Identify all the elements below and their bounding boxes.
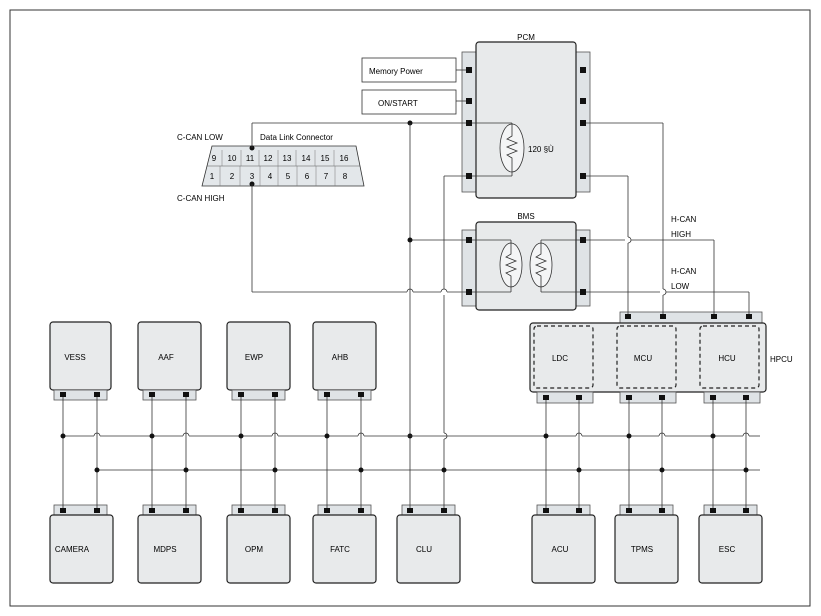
svg-text:16: 16 — [340, 154, 349, 163]
pcm-module: PCM 120 §Ù — [461, 33, 591, 199]
clu-module: CLU — [396, 504, 461, 584]
acu-module: ACU — [531, 504, 596, 584]
opm-label: OPM — [245, 545, 264, 554]
h-can-low-label-2: LOW — [671, 282, 690, 291]
hpcu-module: HPCU LDC MCU HCU — [529, 311, 793, 404]
aaf-label: AAF — [158, 353, 174, 362]
svg-text:14: 14 — [302, 154, 311, 163]
on-start-label: ON/START — [378, 99, 418, 108]
fatc-label: FATC — [330, 545, 350, 554]
tpms-module: TPMS — [614, 504, 679, 584]
h-can-high-label-2: HIGH — [671, 230, 691, 239]
bms-resistor-left — [499, 242, 523, 288]
hcu-label: HCU — [718, 354, 736, 363]
bms-module: BMS — [461, 212, 591, 311]
vess-module: VESS — [49, 321, 112, 401]
c-can-high-label: C-CAN HIGH — [177, 194, 225, 203]
ahb-module: AHB — [312, 321, 377, 401]
svg-text:12: 12 — [264, 154, 273, 163]
aaf-module: AAF — [137, 321, 202, 401]
esc-label: ESC — [719, 545, 736, 554]
bms-resistor-right — [529, 242, 553, 288]
svg-text:6: 6 — [305, 172, 310, 181]
mcu-label: MCU — [634, 354, 652, 363]
esc-module: ESC — [698, 504, 763, 584]
ewp-label: EWP — [245, 353, 263, 362]
acu-label: ACU — [552, 545, 569, 554]
h-can-high-label-1: H-CAN — [671, 215, 697, 224]
camera-module: CAMERA — [49, 504, 114, 584]
camera-label: CAMERA — [55, 545, 90, 554]
dlc-title: Data Link Connector — [260, 133, 333, 142]
ewp-module: EWP — [226, 321, 291, 401]
svg-text:5: 5 — [286, 172, 291, 181]
dlc-bottom-pins: 1 2 3 4 5 6 7 8 — [210, 172, 348, 181]
memory-power-label: Memory Power — [369, 67, 423, 76]
svg-text:4: 4 — [268, 172, 273, 181]
tpms-label: TPMS — [631, 545, 653, 554]
mdps-label: MDPS — [153, 545, 176, 554]
can-wiring — [60, 69, 760, 508]
diagram-frame — [9, 9, 811, 607]
svg-text:9: 9 — [212, 154, 217, 163]
hpcu-label: HPCU — [770, 355, 793, 364]
ldc-label: LDC — [552, 354, 568, 363]
svg-text:7: 7 — [324, 172, 329, 181]
dlc-top-pins: 9 10 11 12 13 14 15 16 — [212, 154, 349, 163]
svg-text:11: 11 — [246, 154, 255, 163]
svg-text:1: 1 — [210, 172, 215, 181]
memory-power-box: Memory Power — [361, 57, 457, 83]
svg-text:13: 13 — [283, 154, 292, 163]
opm-module: OPM — [226, 504, 291, 584]
mdps-module: MDPS — [137, 504, 202, 584]
bms-label: BMS — [517, 212, 534, 221]
ahb-label: AHB — [332, 353, 348, 362]
vess-label: VESS — [64, 353, 85, 362]
svg-text:10: 10 — [228, 154, 237, 163]
svg-text:3: 3 — [250, 172, 255, 181]
data-link-connector: Data Link Connector C-CAN LOW C-CAN HIGH… — [177, 133, 365, 203]
resistor-value: 120 §Ù — [528, 145, 554, 154]
svg-text:2: 2 — [230, 172, 235, 181]
h-can-low-label-1: H-CAN — [671, 267, 697, 276]
pcm-label: PCM — [517, 33, 535, 42]
c-can-low-label: C-CAN LOW — [177, 133, 223, 142]
on-start-box: ON/START — [361, 89, 457, 115]
svg-text:8: 8 — [343, 172, 348, 181]
clu-label: CLU — [416, 545, 432, 554]
svg-text:15: 15 — [321, 154, 330, 163]
fatc-module: FATC — [312, 504, 377, 584]
